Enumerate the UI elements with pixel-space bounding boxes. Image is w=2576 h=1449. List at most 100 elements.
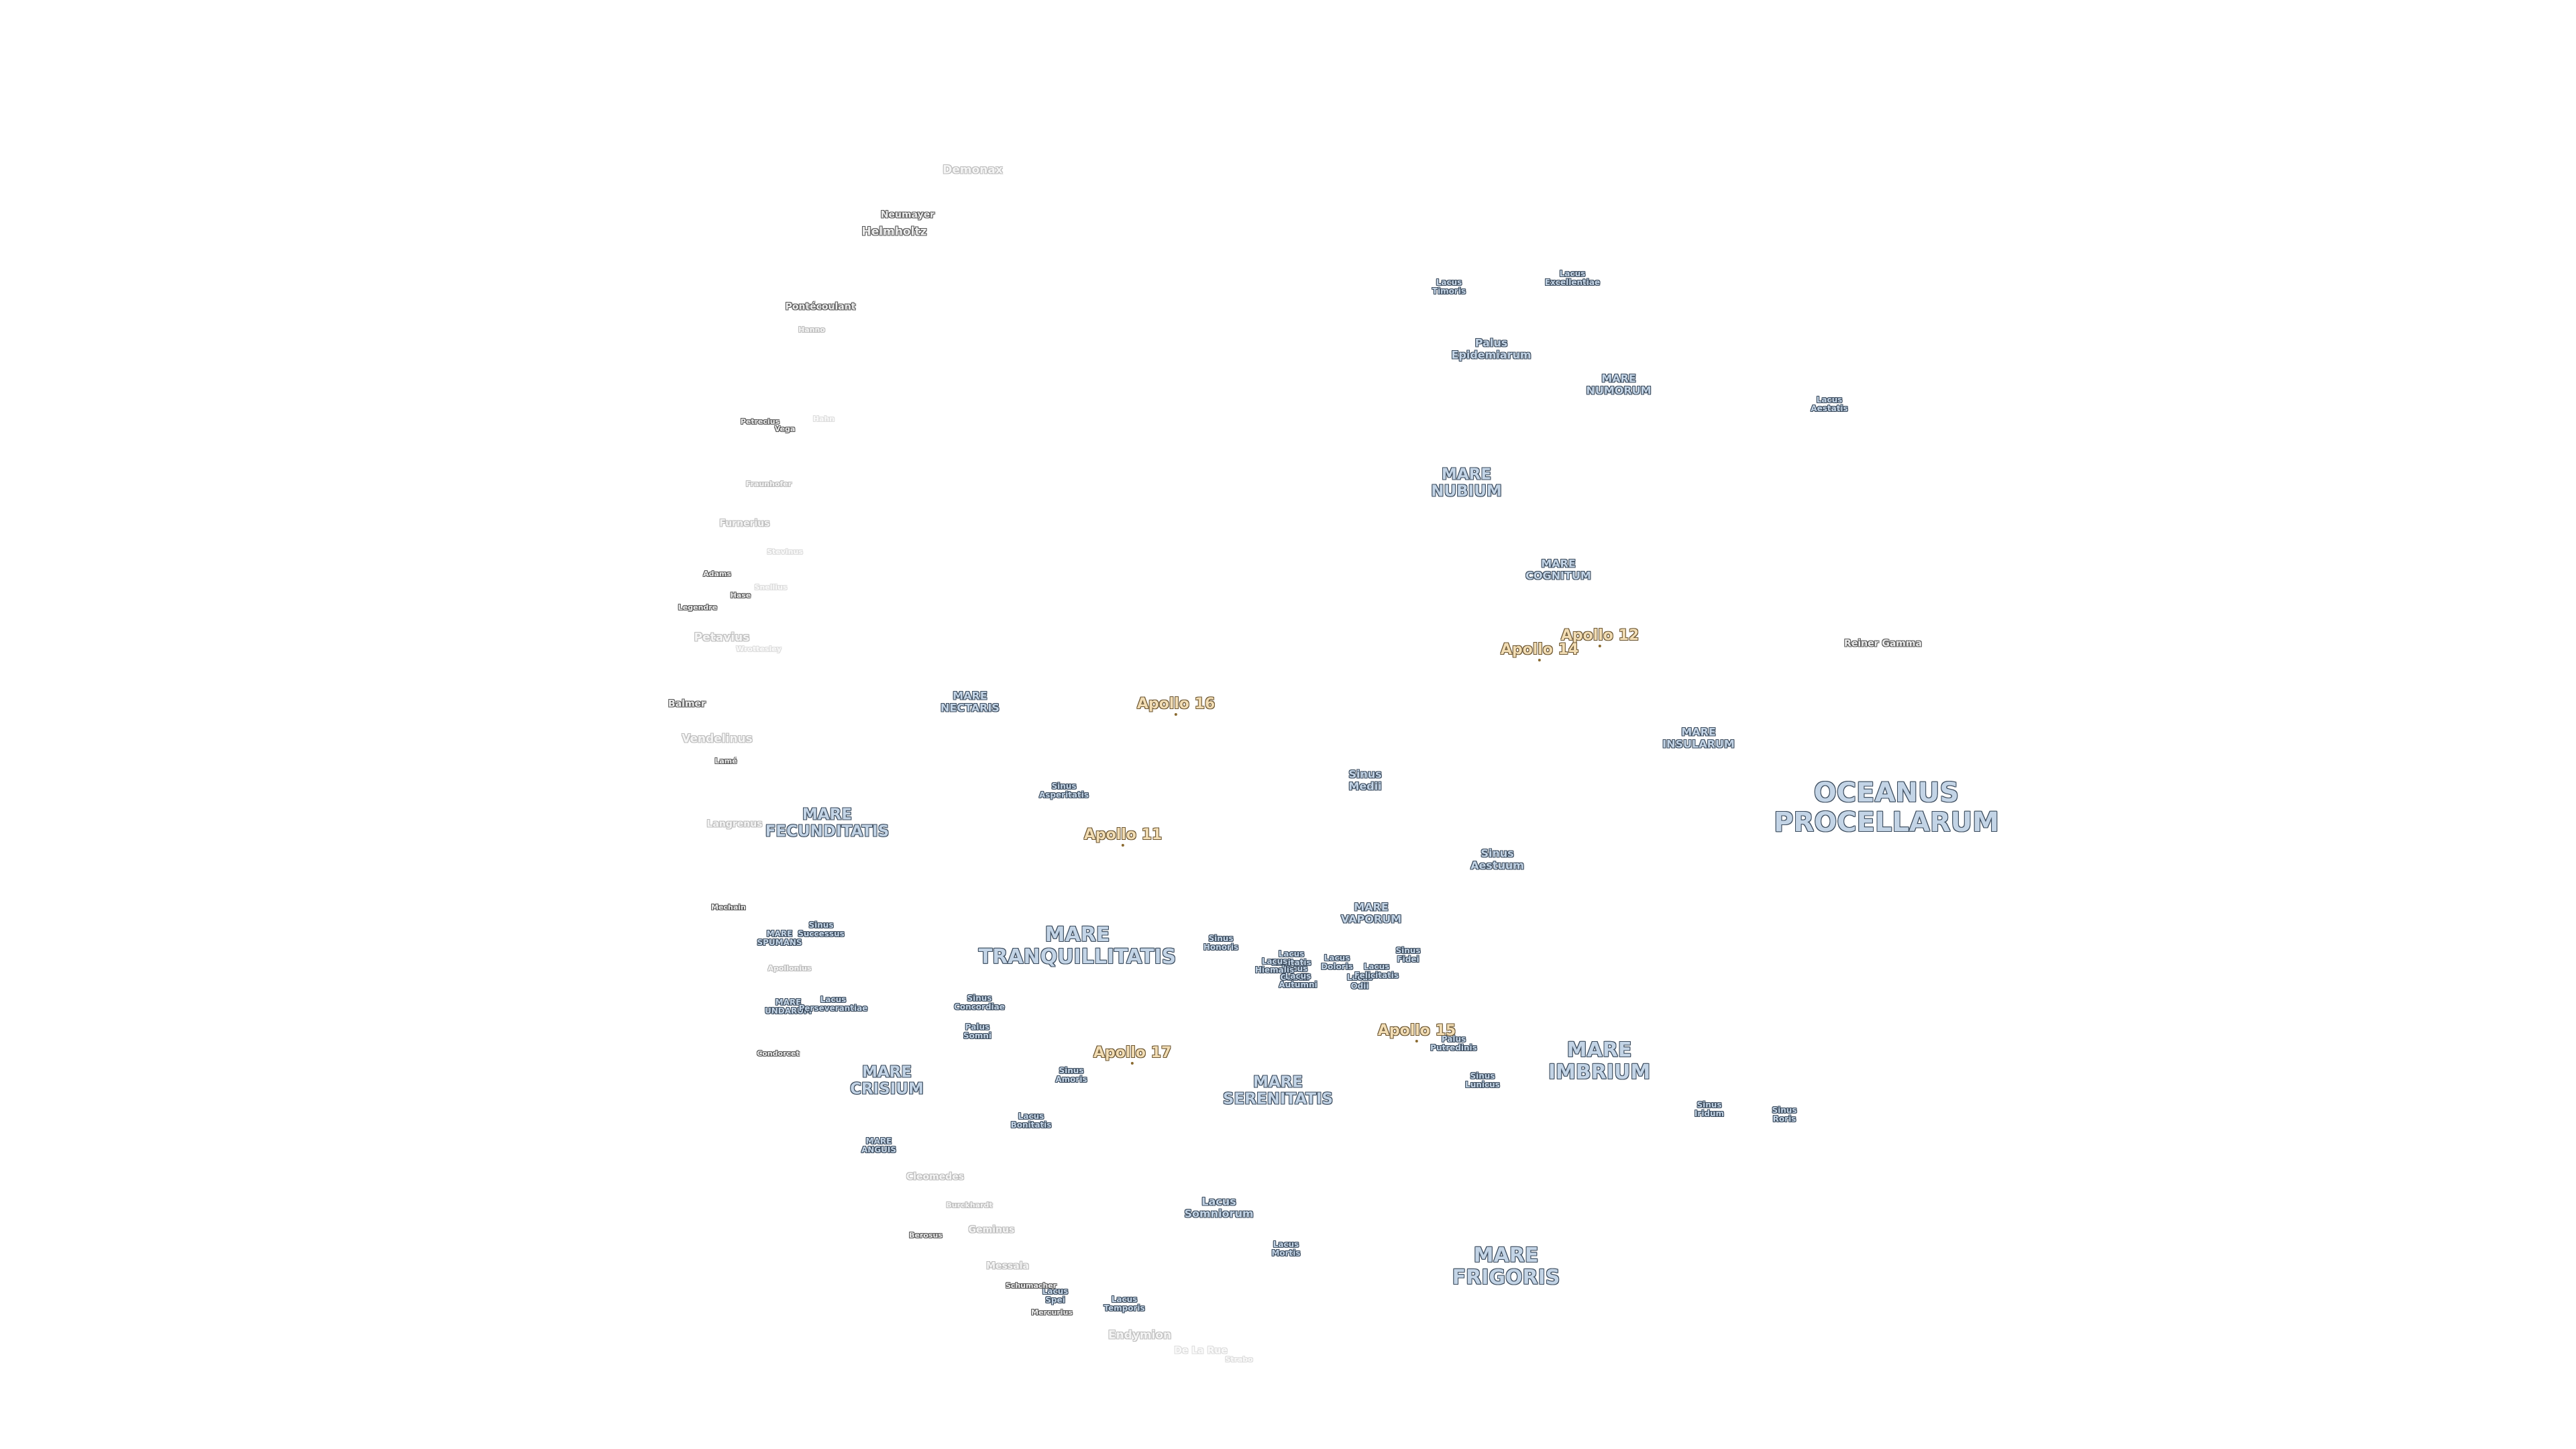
apollo-site-apollo-12: Apollo 12 bbox=[1561, 629, 1639, 647]
landing-site-marker bbox=[1598, 645, 1601, 647]
apollo-site-label: Apollo 14 bbox=[1500, 641, 1579, 658]
landing-site-marker bbox=[1130, 1062, 1134, 1065]
crater-label-snellius: Snellius bbox=[754, 582, 788, 592]
crater-label-messala: Messala bbox=[986, 1260, 1029, 1272]
crater-label-strabo: Strabo bbox=[1225, 1354, 1253, 1364]
crater-label-lam: Lamé bbox=[714, 756, 737, 765]
landing-site-marker bbox=[1174, 713, 1177, 716]
apollo-site-apollo-16: Apollo 16 bbox=[1137, 697, 1215, 716]
crater-label-vega: Vega bbox=[774, 424, 796, 433]
apollo-site-apollo-15: Apollo 15 bbox=[1378, 1024, 1456, 1042]
crater-label-petavius: Petavius bbox=[694, 631, 750, 645]
apollo-site-apollo-11: Apollo 11 bbox=[1084, 828, 1162, 847]
crater-label-endymion: Endymion bbox=[1108, 1328, 1172, 1342]
crater-label-legendre: Legendre bbox=[678, 602, 718, 612]
crater-label-stevinus: Stevinus bbox=[767, 547, 803, 556]
apollo-site-label: Apollo 17 bbox=[1093, 1044, 1172, 1061]
crater-label-geminus: Geminus bbox=[968, 1224, 1015, 1236]
crater-label-helmholtz: Helmholtz bbox=[861, 225, 927, 239]
crater-label-mechain: Mechain bbox=[711, 902, 746, 912]
crater-label-hanno: Hanno bbox=[798, 325, 825, 334]
crater-label-pontcoulant: Pontécoulant bbox=[785, 301, 856, 313]
crater-label-petrecius: Petrecius bbox=[740, 417, 780, 426]
apollo-site-label: Apollo 12 bbox=[1560, 627, 1640, 644]
crater-label-vendelinus: Vendelinus bbox=[682, 732, 753, 746]
crater-label-hahn: Hahn bbox=[812, 414, 835, 423]
crater-label-balmer: Balmer bbox=[668, 698, 706, 710]
crater-label-schumacher: Schumacher bbox=[1005, 1281, 1057, 1290]
crater-label-wrottesley: Wrottesley bbox=[736, 644, 782, 653]
crater-label-adams: Adams bbox=[703, 569, 731, 578]
crater-label-burckhardt: Burckhardt bbox=[946, 1200, 993, 1210]
apollo-site-label: Apollo 15 bbox=[1377, 1022, 1456, 1039]
crater-label-demonax: Demonax bbox=[943, 163, 1003, 177]
crater-label-reiner-gamma: Reiner Gamma bbox=[1844, 638, 1922, 649]
crater-label-neumayer: Neumayer bbox=[880, 209, 935, 221]
crater-label-langrenus: Langrenus bbox=[706, 818, 763, 830]
landing-site-marker bbox=[1415, 1040, 1418, 1042]
apollo-site-apollo-14: Apollo 14 bbox=[1501, 643, 1578, 661]
apollo-site-label: Apollo 11 bbox=[1083, 826, 1163, 843]
crater-label-fraunhofer: Fraunhofer bbox=[745, 479, 792, 488]
crater-label-cleomedes: Cleomedes bbox=[906, 1171, 965, 1183]
crater-label-mercurius: Mercurius bbox=[1031, 1307, 1073, 1317]
landing-site-marker bbox=[1538, 659, 1541, 661]
crater-label-condorcet: Condorcet bbox=[757, 1049, 800, 1058]
apollo-site-apollo-17: Apollo 17 bbox=[1093, 1046, 1171, 1065]
landing-site-marker bbox=[1121, 844, 1124, 847]
crater-label-berosus: Berosus bbox=[909, 1230, 943, 1240]
crater-label-de-la-rue: De La Rue bbox=[1174, 1345, 1228, 1356]
crater-label-furnerius: Furnerius bbox=[719, 518, 770, 529]
crater-label-apollonius: Apollonius bbox=[767, 963, 812, 973]
apollo-site-label: Apollo 16 bbox=[1136, 696, 1216, 712]
crater-label-hase: Hase bbox=[730, 590, 751, 600]
